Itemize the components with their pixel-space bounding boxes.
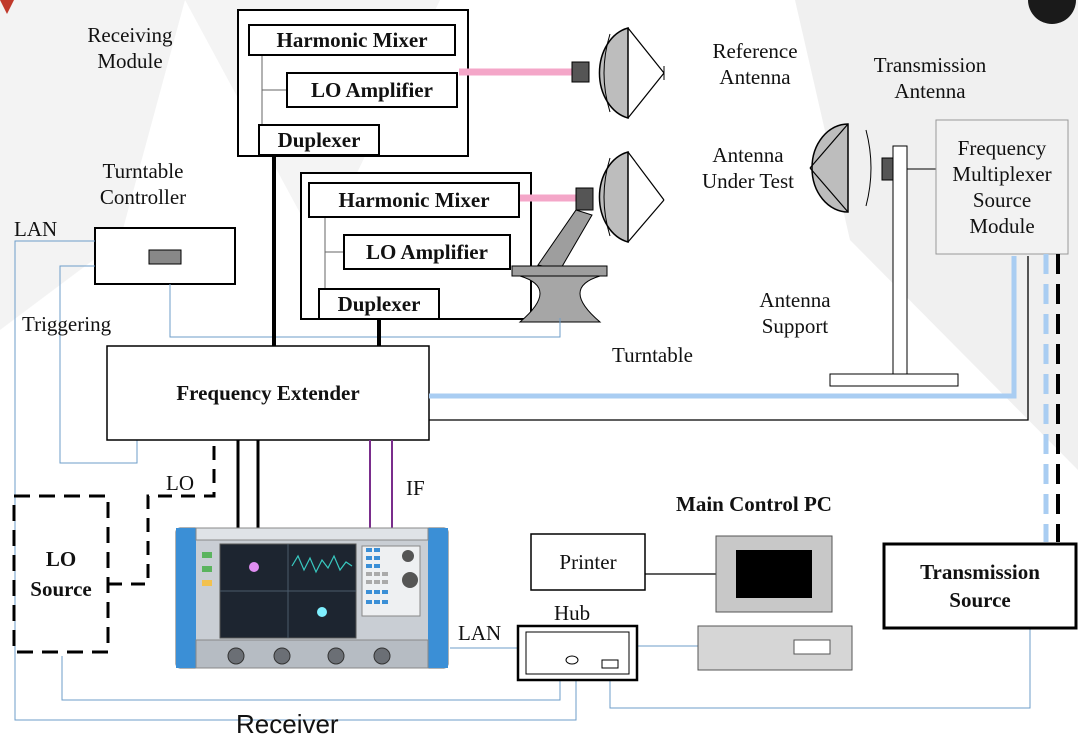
transmission-antenna-icon: [809, 123, 936, 213]
lo-amplifier-1: LO Amplifier: [286, 72, 458, 108]
hub-port: [601, 659, 619, 669]
transmission-source: Transmission Source: [888, 548, 1072, 624]
hub-label: Hub: [554, 601, 591, 625]
corner-logo-red: [0, 0, 14, 14]
receiving-module-label: Receiving Module: [70, 22, 190, 74]
reference-antenna-icon: [571, 27, 665, 119]
receiving-module-text: Receiving Module: [87, 23, 173, 73]
main-control-pc-icon: [697, 535, 853, 671]
harmonic-mixer-2: Harmonic Mixer: [308, 182, 520, 218]
antenna-support-icon: [829, 145, 959, 387]
turntable-controller-indicator: [148, 249, 182, 265]
frequency-multiplexer-frame: [935, 119, 1069, 255]
printer: Printer: [559, 549, 617, 574]
frequency-extender-frame: [106, 345, 430, 441]
lo-source-text: LO Source: [30, 547, 92, 601]
frequency-extender: Frequency Extender: [176, 380, 360, 405]
antenna-under-test-text: Antenna Under Test: [701, 143, 795, 193]
frequency-multiplexer-source-module: Frequency Multiplexer Source Module: [937, 121, 1067, 253]
printer-frame: [530, 533, 646, 591]
antenna-support-text: Antenna Support: [759, 288, 831, 338]
duplexer-1: Duplexer: [258, 124, 380, 156]
background-watermark-left: [0, 0, 185, 330]
turntable-icon: [511, 265, 608, 323]
lo-dashed-cable: [108, 440, 216, 586]
receiver-instrument: [175, 527, 449, 669]
lo-label: LO: [166, 471, 194, 495]
hub-led: [565, 655, 579, 665]
corner-logo-dark: [1028, 0, 1076, 24]
antenna-support-label: Antenna Support: [740, 287, 850, 339]
transmission-source-frame: [882, 542, 1078, 630]
receiver-label: Receiver: [236, 709, 339, 739]
harmonic-mixer-1: Harmonic Mixer: [248, 24, 456, 56]
turntable-controller-label: Turntable Controller: [75, 158, 211, 210]
antenna-under-test-label: Antenna Under Test: [688, 142, 808, 194]
turntable-controller-text: Turntable Controller: [99, 159, 187, 209]
aut-antenna-icon: [537, 151, 665, 271]
lan-bottom-label: LAN: [458, 621, 502, 645]
turntable-label: Turntable: [612, 343, 693, 367]
blue-cable-extender-multiplexer: [429, 256, 1017, 399]
transmission-source-text: Transmission Source: [920, 560, 1040, 612]
transmission-antenna-text: Transmission Antenna: [873, 53, 987, 103]
lo-source: LO Source: [18, 500, 104, 648]
reference-antenna-text: Reference Antenna: [712, 39, 798, 89]
frequency-multiplexer-text: Frequency Multiplexer Source Module: [952, 136, 1052, 238]
main-control-pc-label: Main Control PC: [676, 492, 832, 516]
triggering-label: Triggering: [22, 312, 112, 336]
lan-top-label: LAN: [14, 217, 58, 241]
lan-cables: [14, 240, 1031, 721]
reference-antenna-label: Reference Antenna: [690, 38, 820, 90]
transmission-antenna-label: Transmission Antenna: [850, 52, 1010, 104]
duplexer-2: Duplexer: [318, 288, 440, 320]
black-cable-extender-multiplexer: [429, 256, 1029, 421]
if-label: IF: [406, 476, 425, 500]
lo-amplifier-2: LO Amplifier: [343, 234, 511, 270]
